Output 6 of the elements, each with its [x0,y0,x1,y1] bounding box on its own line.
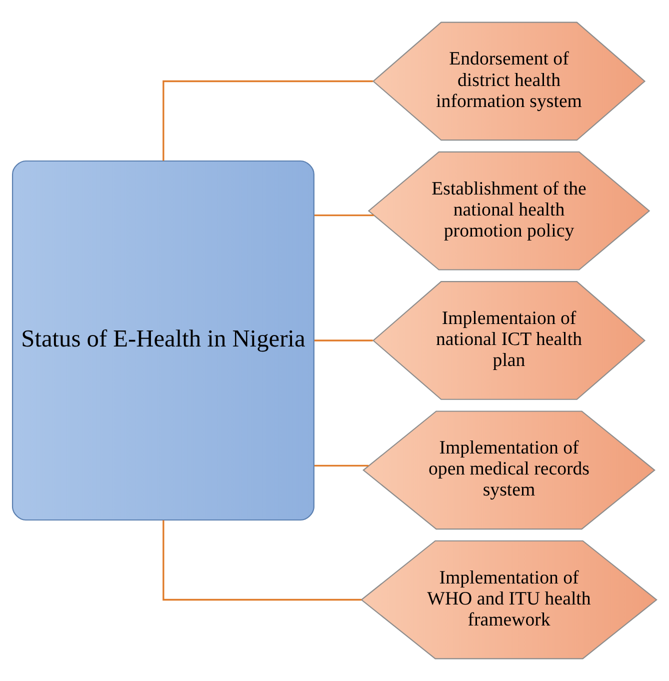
connector [314,214,374,216]
connector [162,80,373,161]
node-box: Status of E-Health in Nigeria [12,160,314,521]
connector [314,464,369,466]
connector [162,520,362,601]
connector [314,340,373,342]
